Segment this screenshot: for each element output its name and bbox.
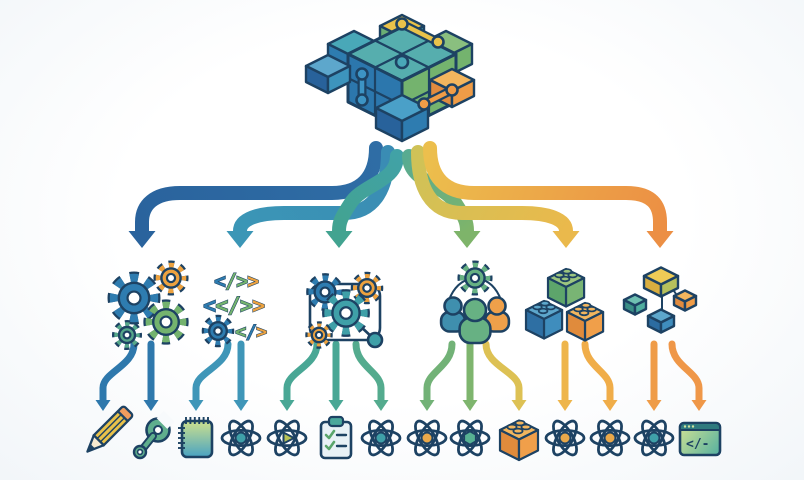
atom (220, 419, 262, 457)
svg-text:</-: </- (686, 437, 709, 452)
child-arrow (188, 340, 232, 411)
puzzle-cube (304, 13, 476, 143)
atom-play (266, 419, 308, 457)
pencil (86, 405, 134, 453)
lego-brick (498, 419, 540, 462)
code-brackets: </>><</>></> (201, 268, 268, 348)
svg-text:<</>>: <</>> (203, 294, 265, 319)
branch-arrows (128, 141, 674, 248)
branch-arrow-6 (423, 141, 674, 248)
atom (360, 419, 402, 457)
child-arrow (557, 340, 573, 411)
child-arrow (143, 340, 159, 411)
building-blocks (524, 267, 605, 342)
gears-network (305, 271, 384, 349)
child-arrows (95, 340, 707, 411)
child-arrow (482, 340, 527, 411)
child-arrow (646, 340, 662, 411)
clipboard-checklist (319, 415, 353, 460)
child-arrow (279, 340, 321, 411)
notebook (178, 417, 214, 459)
branch-arrow-5 (411, 145, 580, 248)
pencil-shape (86, 405, 134, 453)
child-arrow (668, 340, 707, 411)
child-arrow (95, 340, 138, 411)
svg-text:</>: </> (235, 321, 267, 343)
distributed-cubes (622, 266, 698, 334)
atom-hex (449, 419, 491, 457)
branch-arrow-3 (325, 149, 404, 248)
child-arrow (233, 340, 249, 411)
child-arrow (352, 340, 389, 411)
child-arrow (419, 340, 456, 411)
gears-cluster (107, 260, 189, 350)
atom (589, 419, 631, 457)
branch-arrow-1 (128, 141, 383, 248)
wrench (132, 411, 175, 460)
child-arrow (462, 340, 478, 411)
svg-text:</>>: </>> (214, 269, 259, 293)
atom (544, 419, 586, 457)
atom (633, 419, 675, 457)
child-arrow (328, 340, 344, 411)
atom (406, 419, 448, 457)
child-arrow (581, 340, 618, 411)
team (439, 260, 511, 345)
code-window: </- (678, 421, 722, 457)
